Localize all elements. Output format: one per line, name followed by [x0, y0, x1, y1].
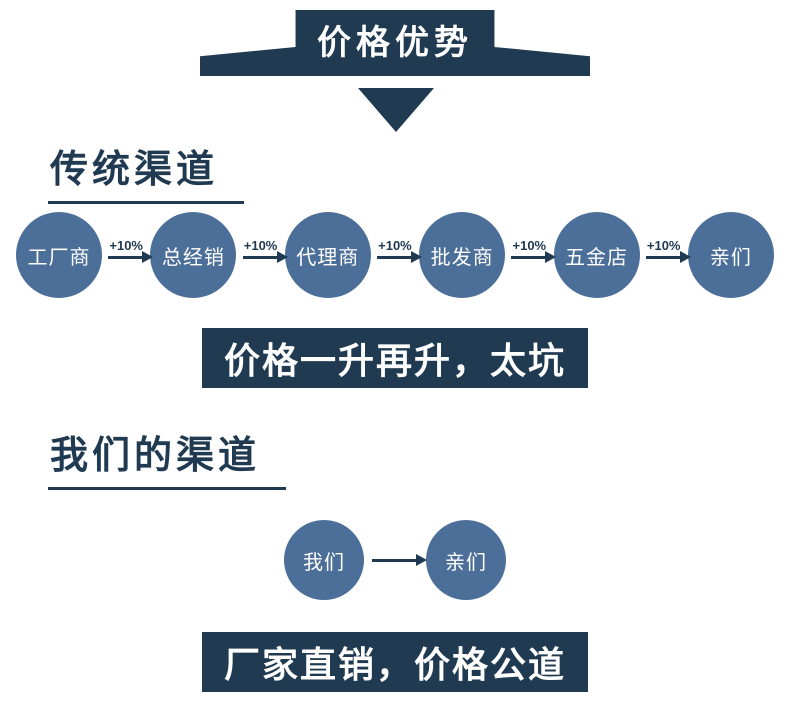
flow-node-factory: 工厂商 — [16, 212, 102, 298]
flow-hop: +10% — [242, 237, 288, 263]
arrow-right-icon — [645, 250, 691, 263]
our-channel-caption: 厂家直销，价格公道 — [201, 632, 589, 692]
page-title: 价格优势 — [317, 24, 473, 62]
price-advantage-banner: 价格优势 — [200, 10, 590, 76]
flow-node-agent: 代理商 — [284, 212, 371, 298]
markup-label: +10% — [512, 237, 547, 253]
traditional-channel-caption: 价格一升再升，太坑 — [201, 328, 589, 388]
traditional-channel-flow: 工厂商 +10% 总经销 +10% 代理商 +10% 批发商 +10% 五金店 … — [16, 212, 774, 298]
flow-node-wholesaler: 批发商 — [419, 212, 506, 298]
markup-label: +10% — [646, 237, 681, 253]
flow-node-customers: 亲们 — [687, 212, 774, 298]
markup-label: +10% — [109, 237, 143, 253]
arrow-right-icon — [511, 250, 557, 263]
flow-hop: +10% — [645, 237, 691, 263]
flow-hop: +10% — [108, 237, 154, 263]
flow-node-customers: 亲们 — [426, 520, 506, 600]
flow-node-us: 我们 — [284, 520, 364, 600]
flow-hop — [372, 553, 427, 566]
arrow-right-icon — [376, 250, 422, 263]
flow-hop: +10% — [511, 237, 557, 263]
arrow-right-icon — [108, 250, 154, 263]
our-channel-flow: 我们 亲们 — [0, 520, 790, 600]
traditional-channel-heading: 传统渠道 — [48, 138, 245, 204]
down-arrow-icon — [358, 88, 434, 132]
flow-hop: +10% — [376, 237, 422, 263]
our-channel-heading: 我们的渠道 — [48, 424, 287, 490]
flow-node-general-distributor: 总经销 — [150, 212, 237, 298]
markup-label: +10% — [378, 237, 412, 253]
flow-node-hardware-store: 五金店 — [553, 212, 640, 298]
arrow-right-icon — [372, 553, 427, 566]
markup-label: +10% — [243, 237, 278, 253]
arrow-right-icon — [242, 250, 288, 263]
